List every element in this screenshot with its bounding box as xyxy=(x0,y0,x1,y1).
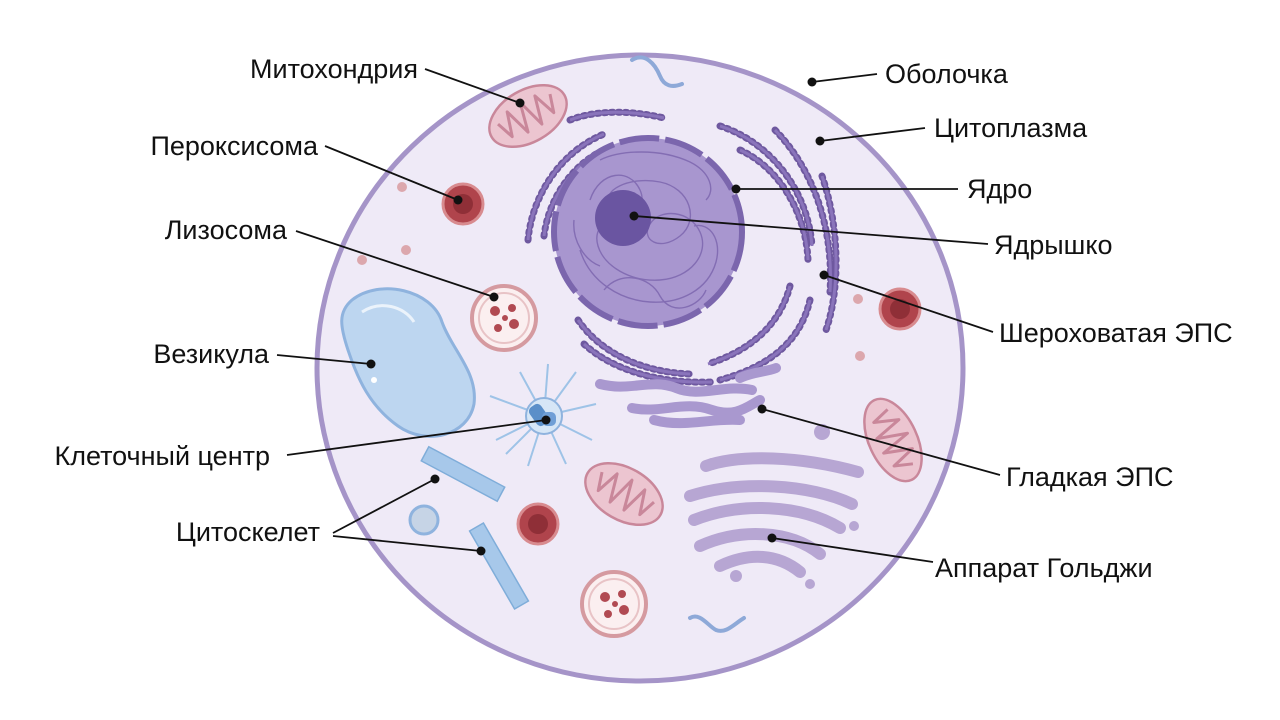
smooth-er-icon xyxy=(595,363,781,429)
label-membrane: Оболочка xyxy=(885,59,1009,89)
nucleolus-shape xyxy=(595,190,651,246)
label-vesicle: Везикула xyxy=(153,339,270,369)
label-cytoskeleton: Цитоскелет xyxy=(176,517,320,547)
vesicle-icon xyxy=(340,287,476,438)
label-cytoplasm: Цитоплазма xyxy=(934,113,1088,143)
mitochondria-icon xyxy=(488,83,923,527)
cytoplasm-squiggle-bottom xyxy=(688,614,746,633)
cytoskeleton-icon xyxy=(408,445,530,610)
label-centrosome: Клеточный центр xyxy=(54,441,270,471)
lysosome-icon xyxy=(470,284,648,638)
label-mitochondria: Митохондрия xyxy=(250,54,418,84)
golgi-vesicles xyxy=(706,424,859,589)
label-nucleolus: Ядрышко xyxy=(994,230,1112,260)
cytoplasm-squiggle-top xyxy=(630,55,684,88)
golgi-icon xyxy=(684,452,864,578)
label-peroxisome: Пероксисома xyxy=(150,131,319,161)
leader-lines xyxy=(276,68,1001,563)
nucleus-icon xyxy=(551,135,745,329)
label-golgi: Аппарат Гольджи xyxy=(935,553,1153,583)
label-rough-er: Шероховатая ЭПС xyxy=(999,318,1233,348)
label-nucleus: Ядро xyxy=(967,174,1032,204)
rough-er-membranes xyxy=(526,110,838,384)
label-lysosome: Лизосома xyxy=(165,215,288,245)
label-smooth-er: Гладкая ЭПС xyxy=(1006,462,1173,492)
cytoplasm-granules xyxy=(357,182,865,361)
